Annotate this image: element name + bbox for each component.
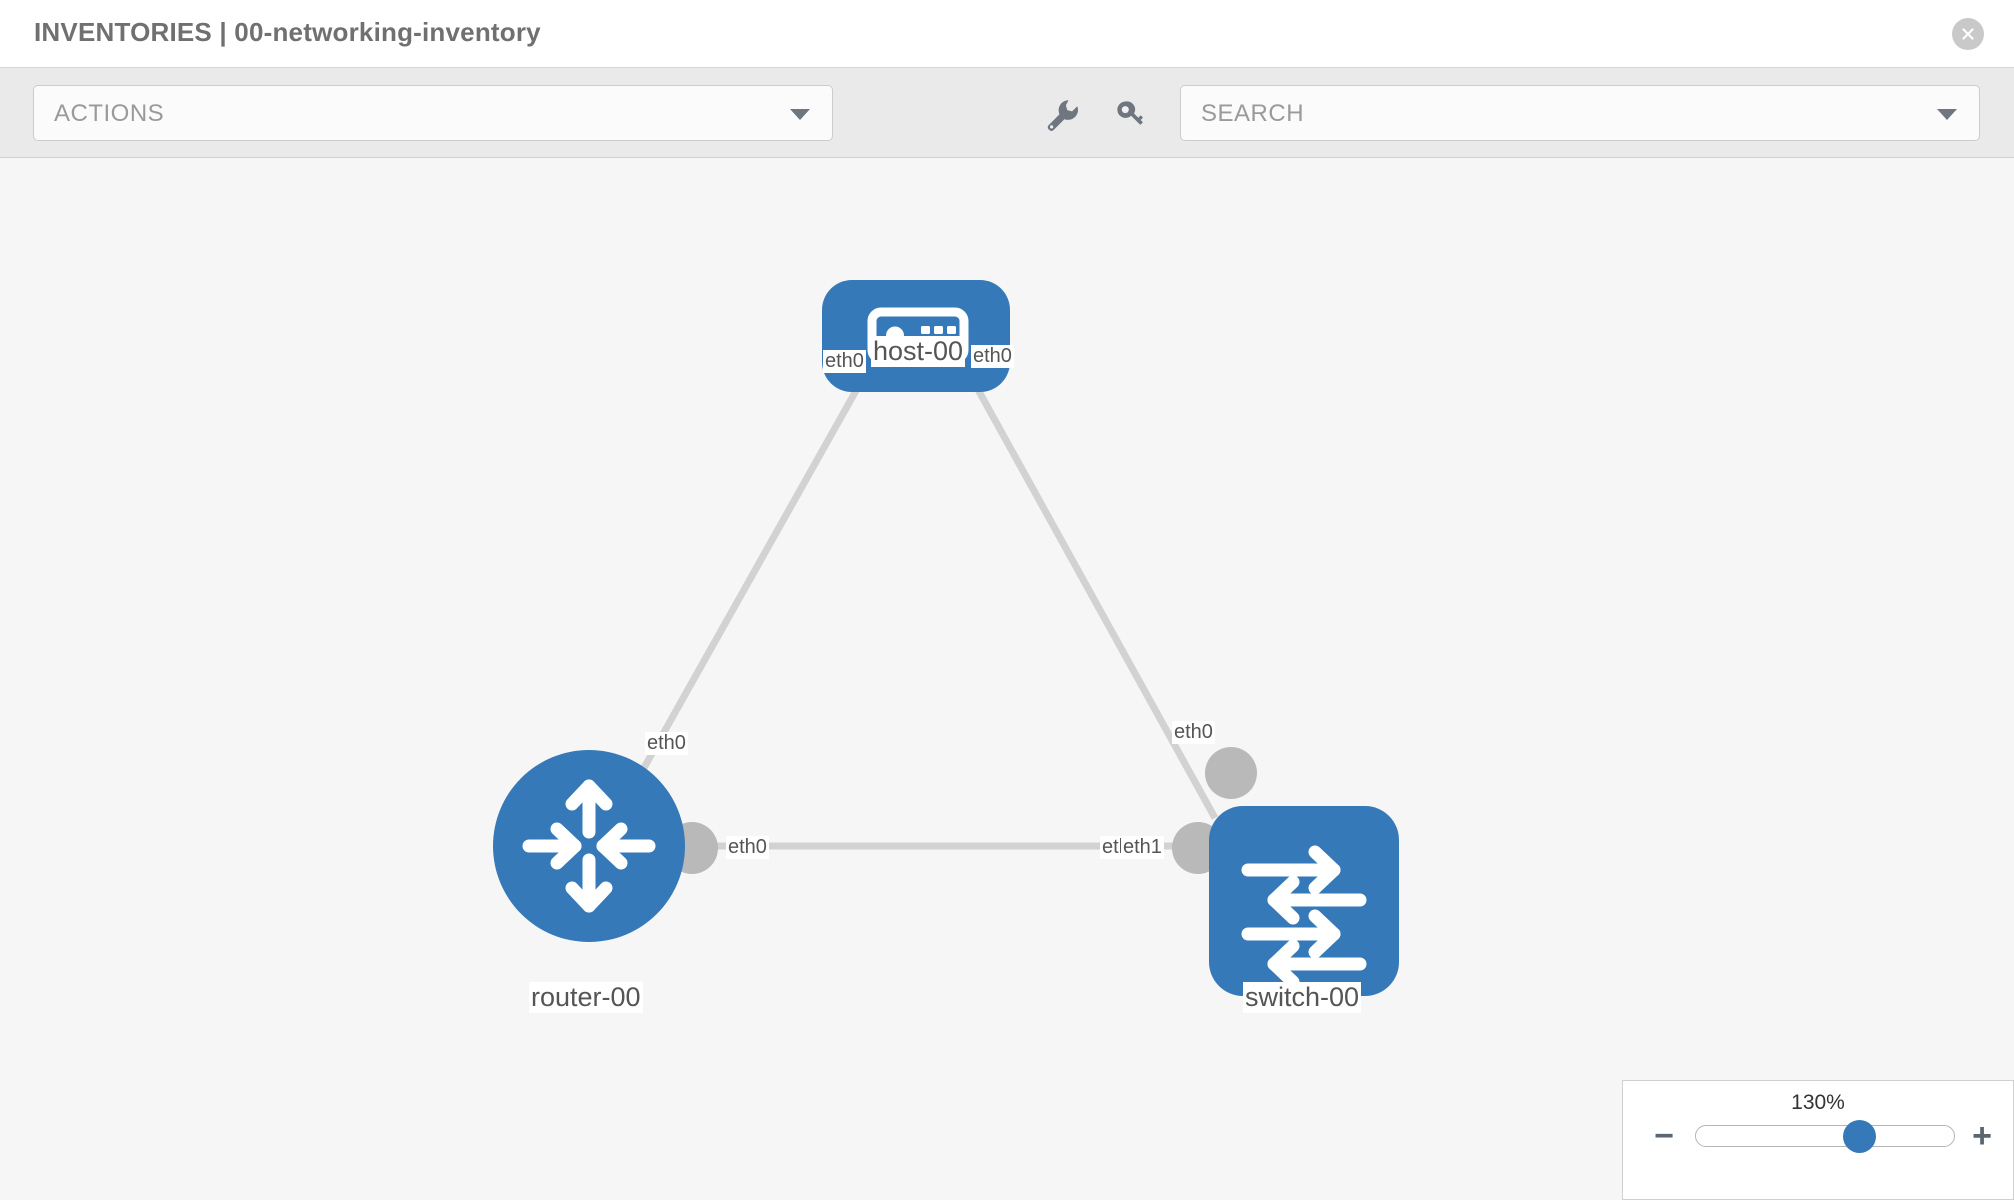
page-header: INVENTORIES | 00-networking-inventory	[0, 0, 2014, 68]
node-label-switch-00: switch-00	[1243, 982, 1362, 1013]
search-placeholder: SEARCH	[1201, 100, 1305, 127]
node-label-host-00: host-00	[871, 336, 966, 367]
actions-dropdown[interactable]: ACTIONS	[33, 85, 833, 141]
link-host00-switch00[interactable]	[951, 346, 1219, 820]
zoom-out-button[interactable]: −	[1654, 1117, 1674, 1155]
topology-ports	[666, 314, 1257, 874]
node-label-router-00: router-00	[529, 982, 643, 1013]
search-input[interactable]: SEARCH	[1180, 85, 1980, 141]
edge-label: eth0	[645, 732, 688, 755]
router-arrows-icon	[522, 779, 656, 913]
edge-label: eth0	[726, 836, 769, 859]
edge-label: eth1	[1121, 836, 1164, 859]
zoom-level-value: 130%	[1791, 1091, 1845, 1114]
edge-label: eth0	[823, 350, 866, 373]
edge-label: eth0	[971, 345, 1014, 368]
topology-links	[596, 346, 1219, 850]
topology-graph	[493, 280, 1399, 996]
page-title: INVENTORIES | 00-networking-inventory	[34, 17, 541, 47]
switch-arrows-icon	[1241, 845, 1367, 989]
link-host00-router00[interactable]	[596, 346, 884, 848]
close-icon[interactable]	[1952, 18, 1984, 50]
zoom-slider-track[interactable]	[1695, 1120, 1955, 1153]
actions-dropdown-label: ACTIONS	[54, 100, 165, 127]
topology-node-switch-00[interactable]	[1209, 806, 1399, 996]
chevron-down-icon[interactable]	[1937, 109, 1957, 120]
zoom-slider-thumb[interactable]	[1843, 1120, 1876, 1153]
wrench-icon[interactable]	[1039, 92, 1083, 136]
edge-label: eth0	[1172, 721, 1215, 744]
zoom-in-button[interactable]: +	[1972, 1117, 1992, 1155]
chevron-down-icon	[790, 109, 810, 120]
key-icon[interactable]	[1108, 92, 1152, 136]
port-switch00-eth0[interactable]	[1205, 747, 1257, 799]
topology-node-router-00[interactable]	[493, 750, 685, 942]
topology-canvas[interactable]: eth0 eth0 eth0 eth0 eth0 eth eth1 host-0…	[0, 158, 2014, 1200]
zoom-control-panel: 130% − +	[1622, 1080, 2014, 1200]
